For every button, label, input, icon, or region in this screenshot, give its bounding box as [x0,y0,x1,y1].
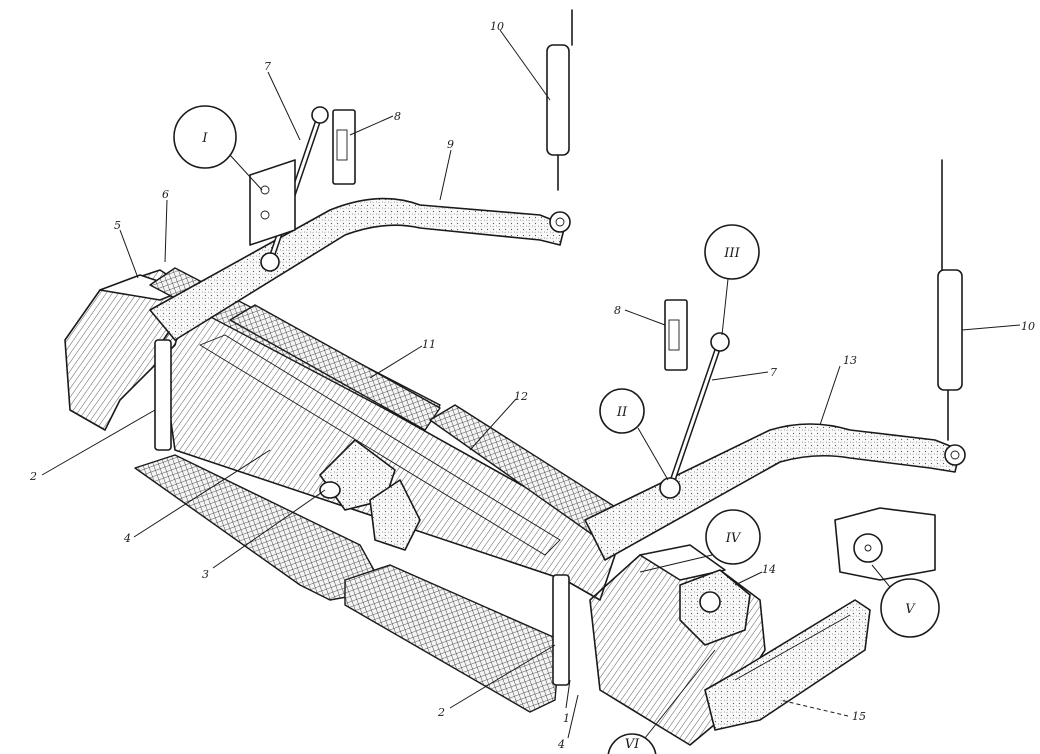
detail-circle-I: I [173,105,263,191]
callout-3: 3 [202,489,326,581]
callout-7-right: 7 [711,366,777,381]
detail-circle-V: V [871,564,940,638]
bracket-8-left [332,109,356,185]
svg-text:15: 15 [852,710,866,723]
svg-text:9: 9 [447,138,454,151]
svg-text:5: 5 [114,219,121,232]
svg-text:11: 11 [422,338,436,351]
svg-text:10: 10 [490,20,504,33]
hoist-cylinder-right [937,159,966,466]
detail-label-V: V [905,602,916,617]
callout-12: 12 [469,390,528,451]
detail-label-VI: VI [625,737,640,752]
callout-10-right: 10 [961,320,1035,333]
guide-plate-15 [704,599,871,731]
svg-text:4: 4 [557,738,565,751]
callout-8-left: 8 [349,110,401,136]
svg-text:8: 8 [394,110,401,123]
detail-circle-III: III [704,224,760,336]
callout-15: 15 [779,699,866,723]
svg-text:4: 4 [123,532,131,545]
svg-text:1: 1 [563,712,570,725]
bracket-detail-v [834,507,936,581]
detail-circle-IV: IV [639,509,761,573]
svg-text:13: 13 [843,354,857,367]
callout-4-left: 4 [123,449,271,545]
detail-circle-II: II [599,388,669,481]
arm-9 [149,197,566,341]
detail-label-I: I [201,131,208,146]
callout-1: 1 [563,679,571,725]
svg-text:7: 7 [264,60,271,73]
callout-5: 5 [114,219,139,279]
callout-14: 14 [734,563,776,586]
callout-10-left: 10 [490,20,551,101]
bracket-mount-left [249,159,296,246]
callout-4-bottom: 4 [557,694,579,751]
svg-text:8: 8 [614,304,621,317]
svg-text:3: 3 [202,568,209,581]
callout-7-left: 7 [264,60,301,141]
svg-text:10: 10 [1021,320,1035,333]
callout-11: 11 [369,338,436,379]
callout-8-right: 8 [614,304,666,326]
svg-text:2: 2 [437,706,445,719]
callout-9: 9 [439,138,454,201]
svg-text:14: 14 [762,563,776,576]
support-leg-right [552,574,570,686]
svg-text:2: 2 [29,470,37,483]
callout-13: 13 [819,354,857,426]
strut-right [659,332,730,499]
support-leg-left [154,339,172,451]
detail-circle-VI: VI [607,649,716,754]
svg-text:12: 12 [514,390,528,403]
callout-2-right: 2 [437,644,556,719]
detail-label-IV: IV [725,531,742,546]
detail-label-III: III [723,246,740,261]
bracket-8-right [664,299,688,371]
callout-6: 6 [162,188,169,263]
hoist-cylinder-left [546,9,573,233]
detail-label-II: II [616,405,628,420]
callout-2-left: 2 [29,409,156,483]
svg-text:7: 7 [770,366,777,379]
svg-text:6: 6 [162,188,169,201]
walkway-grating-right [344,564,561,713]
